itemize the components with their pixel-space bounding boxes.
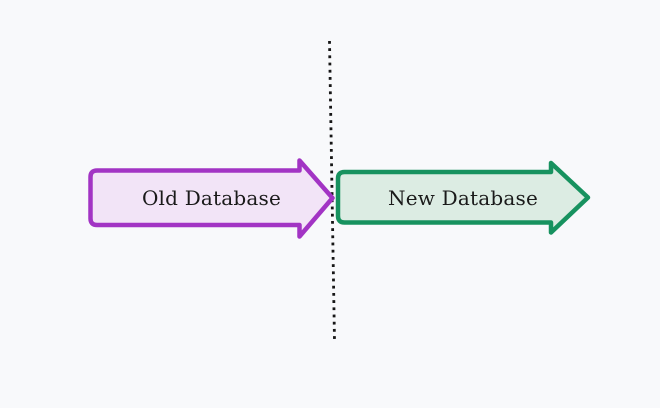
old-database-arrow-shape — [88, 158, 335, 239]
divider-dotted-line — [328, 40, 336, 342]
new-database-arrow-shape — [335, 160, 591, 235]
